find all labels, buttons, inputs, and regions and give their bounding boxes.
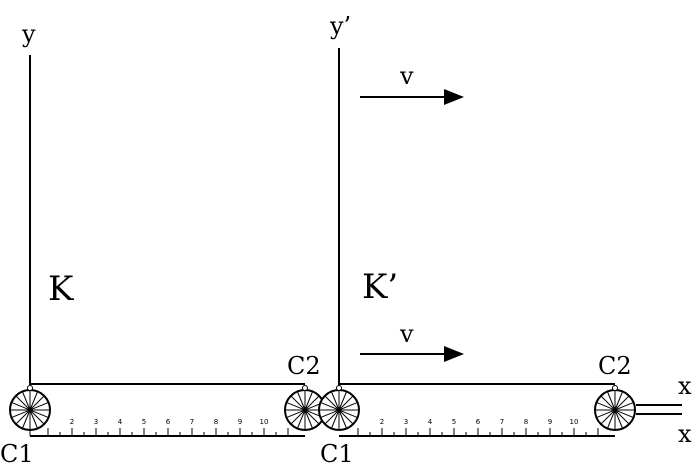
ruler-k-prime-tick-label: 8 xyxy=(524,418,528,426)
x-axis-lower-label: x xyxy=(678,420,692,448)
ruler-k-tick-label: 7 xyxy=(190,418,194,426)
clock-c1-k xyxy=(9,389,51,431)
velocity-top-label: v xyxy=(399,62,414,90)
ruler-k-tick-label: 9 xyxy=(238,418,242,426)
clock-c1-k-prime-label: C1 xyxy=(320,440,354,468)
ruler-k-tick-label: 6 xyxy=(166,418,171,426)
ruler-k-tick-label: 10 xyxy=(260,418,269,426)
ruler-k-tick-label: 2 xyxy=(70,418,74,426)
ruler-k-prime-tick-label: 4 xyxy=(428,418,433,426)
frame-k-label: K xyxy=(48,269,74,309)
ruler-k-prime-tick-label: 10 xyxy=(570,418,579,426)
frame-k-prime-label: K’ xyxy=(362,267,398,307)
x-axis: x x xyxy=(636,372,692,448)
ruler-k-prime-tick-label: 6 xyxy=(476,418,481,426)
y-axis-k-label: y xyxy=(21,20,36,48)
x-axis-upper-label: x xyxy=(678,372,692,400)
clock-c1-k-label: C1 xyxy=(0,440,34,468)
ruler-k-tick-label: 4 xyxy=(118,418,123,426)
velocity-bottom-label: v xyxy=(399,320,414,348)
clock-c1-k-prime xyxy=(318,389,360,431)
ruler-k-prime-tick-label: 5 xyxy=(452,418,456,426)
ruler-k-prime-tick-label: 3 xyxy=(404,418,408,426)
frame-k: y K 2 3 4 5 6 7 8 9 10 C1 C2 xyxy=(0,20,326,468)
ruler-k-prime-tick-label: 7 xyxy=(500,418,504,426)
y-axis-k-prime-label: y’ xyxy=(329,12,351,40)
ruler-k-prime-tick-label: 9 xyxy=(548,418,552,426)
ruler-k: 2 3 4 5 6 7 8 9 10 xyxy=(47,418,289,436)
clock-c2-k-prime xyxy=(594,389,636,431)
ruler-k-prime-tick-label: 2 xyxy=(380,418,384,426)
frame-k-prime: y’ K’ v v 2 3 4 5 6 7 8 9 10 C1 C2 xyxy=(318,12,636,468)
clock-c2-k-label: C2 xyxy=(287,352,321,380)
ruler-k-tick-label: 3 xyxy=(94,418,98,426)
ruler-k-tick-label: 8 xyxy=(214,418,218,426)
ruler-k-prime: 2 3 4 5 6 7 8 9 10 xyxy=(357,418,599,436)
clock-c2-k-prime-label: C2 xyxy=(598,352,632,380)
ruler-k-tick-label: 5 xyxy=(142,418,146,426)
